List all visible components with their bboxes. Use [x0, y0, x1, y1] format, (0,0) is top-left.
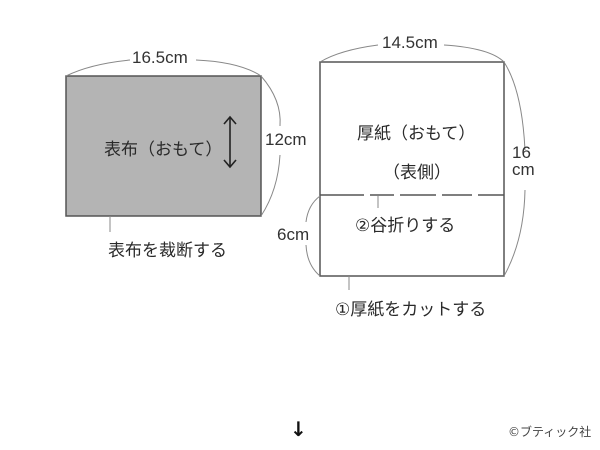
flap-curve-top	[305, 195, 321, 223]
board-rect	[319, 61, 505, 277]
fabric-width-curve-left	[65, 59, 131, 77]
copyright: ©ブティック社	[508, 425, 592, 439]
fabric-width-label: 16.5cm	[132, 48, 188, 67]
board-height-curve-bottom	[503, 189, 526, 277]
fold-instruction: ②谷折りする	[355, 216, 456, 236]
board-height-curve-top	[503, 61, 526, 151]
board-height-label-top: 16	[512, 143, 531, 162]
board-width-curve-left	[319, 44, 379, 63]
board-label: 厚紙（おもて）	[357, 124, 476, 144]
board-caption: ①厚紙をカットする	[335, 300, 487, 320]
next-step-arrow-icon: ↓	[290, 417, 307, 441]
grain-arrow-icon	[223, 115, 237, 169]
fabric-height-label: 12cm	[265, 130, 307, 149]
fabric-caption: 表布を裁断する	[108, 241, 227, 261]
fabric-rect	[65, 75, 262, 217]
fabric-label: 表布（おもて）	[104, 140, 223, 160]
board-height-label-bottom: cm	[512, 160, 535, 179]
flap-label: 6cm	[277, 225, 310, 244]
board-width-curve-right	[443, 44, 505, 63]
board-sublabel: （表側）	[383, 163, 451, 183]
fabric-width-curve-right	[195, 59, 262, 77]
flap-curve-bottom	[305, 244, 321, 277]
board-width-label: 14.5cm	[382, 33, 438, 52]
fabric-height-curve-bottom	[260, 154, 281, 217]
fabric-height-curve-top	[260, 75, 281, 127]
